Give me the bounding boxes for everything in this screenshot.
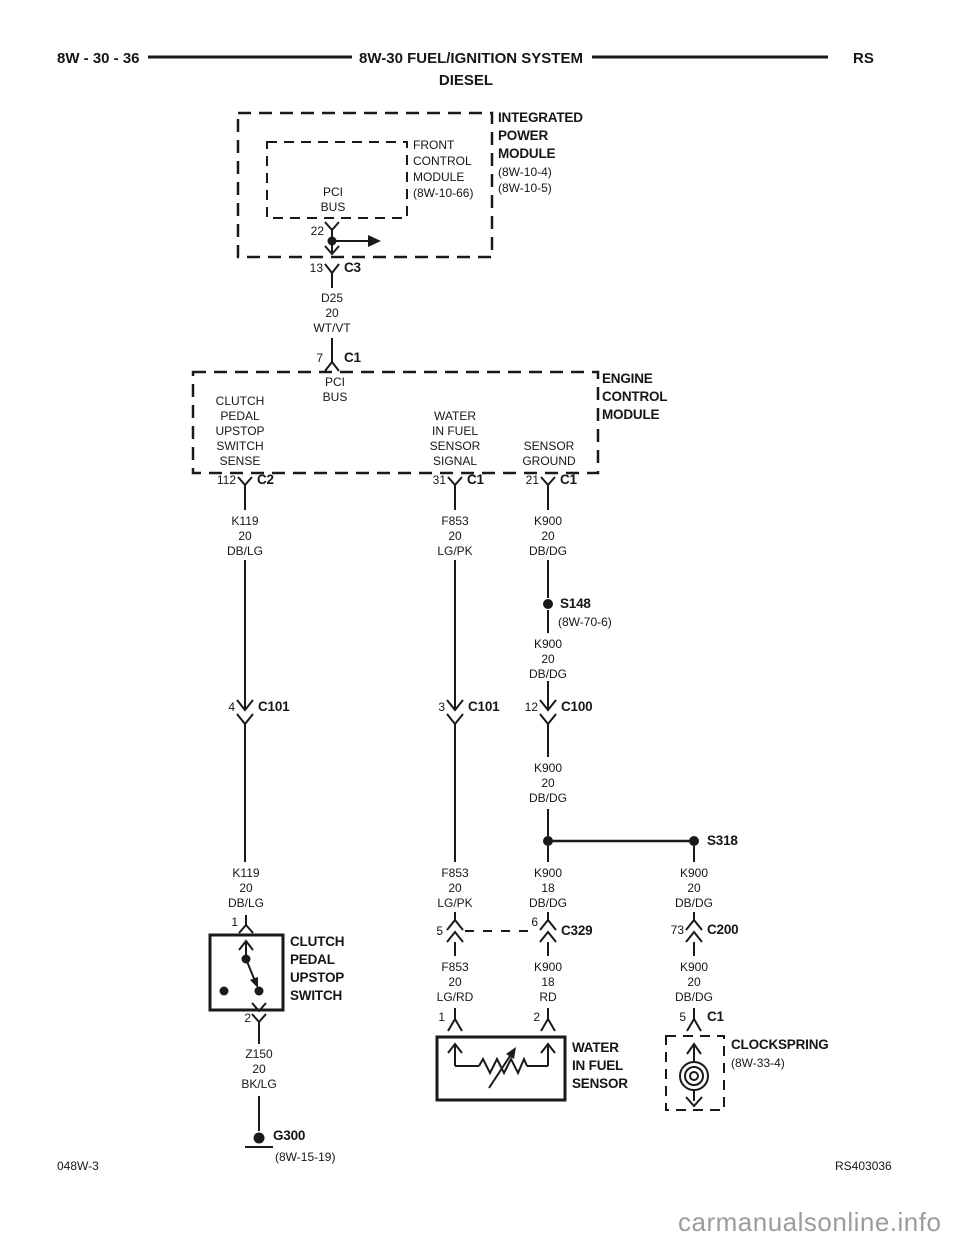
wire-label-z150: Z150 20 BK/LG — [241, 1047, 277, 1091]
connector-c101-mid: C101 — [468, 699, 500, 714]
wif-pin-1: 1 — [438, 1010, 445, 1024]
connector-c3: C3 — [344, 260, 361, 275]
pin-112: 112 — [216, 473, 236, 487]
ipm-box — [236, 111, 494, 288]
connector-c1-ecm-top: C1 — [344, 350, 361, 365]
clockspring-ref: (8W-33-4) — [731, 1056, 785, 1070]
pin-13: 13 — [309, 261, 323, 275]
clockspring-pin-5: 5 — [679, 1010, 686, 1024]
wire-label-k119-lower: K119 20 DB/LG — [227, 866, 265, 910]
connector-c329: C329 — [561, 923, 593, 938]
pin-3: 3 — [438, 700, 445, 714]
footer-left-code: 048W-3 — [57, 1159, 99, 1173]
pin-4: 4 — [228, 700, 235, 714]
clockspring-title: CLOCKSPRING — [731, 1037, 829, 1052]
connector-c2: C2 — [257, 472, 274, 487]
connector-c1-clockspring: C1 — [707, 1009, 724, 1024]
ecm-wif-signal-label: WATER IN FUEL SENSOR SIGNAL — [429, 409, 481, 468]
fcm-label: FRONT CONTROL MODULE (8W-10-66) — [413, 138, 474, 200]
wif-sensor-title: WATER IN FUEL SENSOR — [572, 1040, 628, 1091]
splice-s318: S318 — [707, 833, 738, 848]
clutch-pin-2: 2 — [244, 1011, 251, 1025]
ground-run — [245, 1096, 273, 1148]
ipm-refs: (8W-10-4) (8W-10-5) — [498, 165, 552, 195]
wire-label-k900-g: K900 20 DB/DG — [674, 960, 714, 1004]
clutch-pin-1: 1 — [231, 915, 238, 929]
ecm-connectors — [237, 476, 556, 510]
bottom-pins — [447, 1008, 702, 1032]
clutch-switch-box — [208, 915, 285, 1044]
pin-31: 31 — [432, 473, 446, 487]
wire-label-k900-d: K900 18 DB/DG — [528, 866, 568, 910]
page-corner-code: RS — [853, 50, 874, 67]
connector-c1-right: C1 — [560, 472, 577, 487]
page-title: 8W-30 FUEL/IGNITION SYSTEM — [359, 50, 583, 67]
splice-s148-ref: (8W-70-6) — [558, 615, 612, 629]
pin-6-c329: 6 — [531, 915, 538, 929]
ecm-pci-bus-label: PCI BUS — [322, 375, 348, 404]
wire-label-k119-upper: K119 20 DB/LG — [226, 514, 264, 558]
ipm-title: INTEGRATED POWER MODULE — [498, 110, 583, 161]
wire-label-k900-f: K900 20 DB/DG — [674, 866, 714, 910]
wire-label-k900-c: K900 20 DB/DG — [528, 761, 568, 805]
pin-21: 21 — [525, 473, 539, 487]
wire-label-f853-b: F853 20 LG/PK — [437, 866, 473, 910]
clockspring-box — [665, 1035, 725, 1111]
pin-5-c329: 5 — [436, 924, 443, 938]
wire-runs — [244, 560, 553, 862]
wire-label-d25: D25 20 WT/VT — [313, 291, 351, 335]
ecm-sensor-ground-label: SENSOR GROUND — [522, 439, 576, 468]
wire-d25 — [324, 338, 340, 372]
connector-c100: C100 — [561, 699, 593, 714]
clutch-switch-title: CLUTCH PEDAL UPSTOP SWITCH — [290, 934, 345, 1003]
wire-label-k900-e: K900 18 RD — [533, 960, 563, 1004]
splice-s148: S148 — [560, 596, 591, 611]
connector-c1-mid: C1 — [467, 472, 484, 487]
wire-label-k900-upper: K900 20 DB/DG — [528, 514, 568, 558]
ecm-clutch-sense-label: CLUTCH PEDAL UPSTOP SWITCH SENSE — [215, 394, 265, 468]
ipm-pci-bus-label: PCI BUS — [320, 185, 346, 214]
pin-22: 22 — [310, 224, 324, 238]
s318-splice — [543, 836, 699, 862]
wif-sensor-box — [435, 1035, 567, 1102]
wire-label-f853-c: F853 20 LG/RD — [436, 960, 474, 1004]
inline-connectors-row3 — [446, 918, 703, 956]
watermark: carmanualsonline.info — [678, 1207, 942, 1237]
connector-c101-left: C101 — [258, 699, 290, 714]
ecm-title: ENGINE CONTROL MODULE — [602, 371, 668, 422]
wif-pin-2: 2 — [533, 1010, 540, 1024]
connector-c200: C200 — [707, 922, 739, 937]
ground-g300-ref: (8W-15-19) — [275, 1150, 336, 1164]
wire-label-k900-b: K900 20 DB/DG — [528, 637, 568, 681]
pin-12: 12 — [524, 700, 538, 714]
pin-7: 7 — [316, 351, 323, 365]
inline-connectors-row2 — [236, 699, 557, 726]
page-ref: 8W - 30 - 36 — [57, 50, 140, 67]
wire-label-f853-upper: F853 20 LG/PK — [437, 514, 473, 558]
pin-73: 73 — [670, 923, 684, 937]
ground-g300: G300 — [273, 1128, 306, 1143]
row3-stubs — [454, 912, 695, 920]
page-subtitle: DIESEL — [438, 72, 494, 89]
footer-right-code: RS403036 — [835, 1159, 892, 1173]
